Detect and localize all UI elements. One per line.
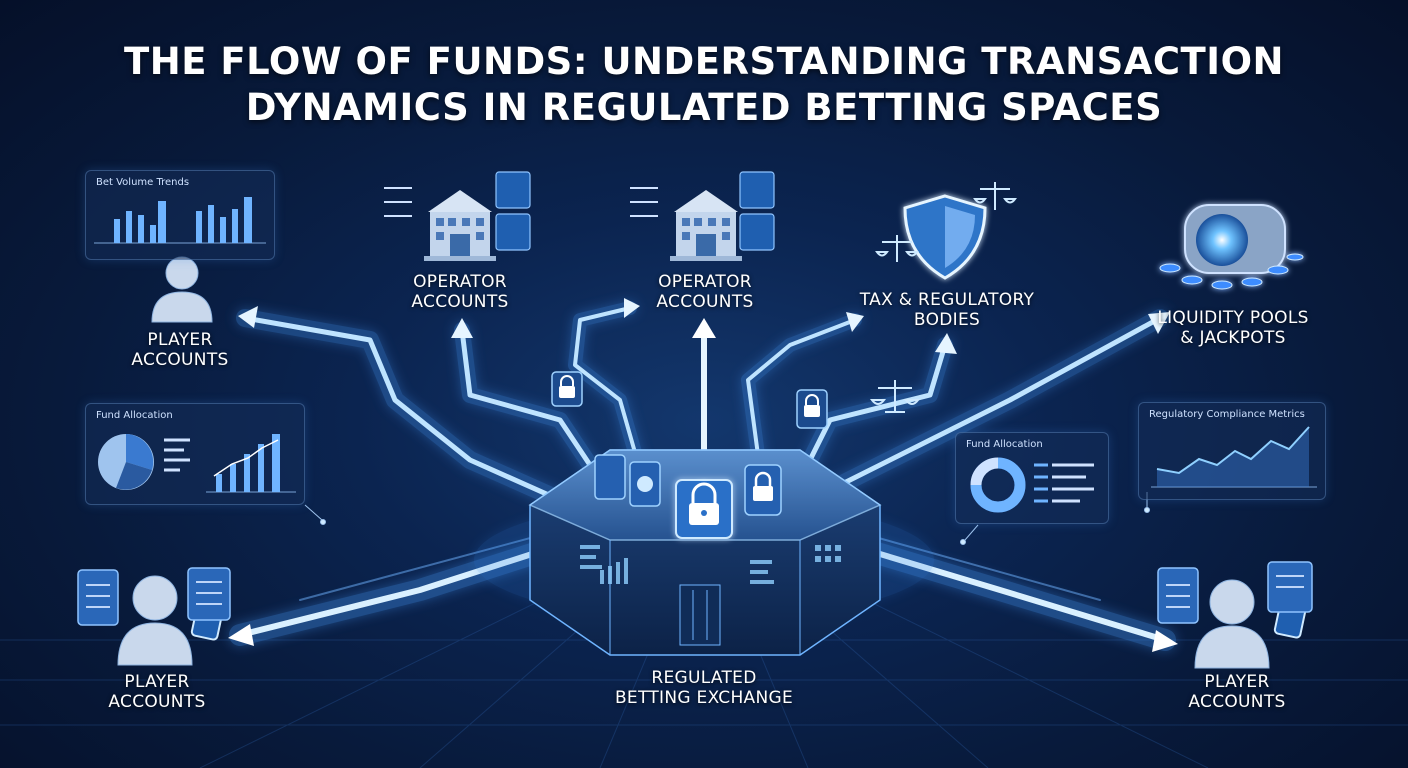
person-icon [151,256,213,323]
title-line-1: THE FLOW OF FUNDS: UNDERSTANDING TRANSAC… [124,40,1284,83]
bar-chart-graphic [94,197,266,244]
vault-icon [1159,204,1304,290]
shield-icon [903,194,987,280]
label-operator-1: OPERATOR ACCOUNTS [411,272,509,312]
label-liquidity: LIQUIDITY POOLS & JACKPOTS [1157,308,1309,348]
arrow-to-tax-left [741,312,864,477]
scales-icon [869,380,921,413]
label-betting-exchange: REGULATED BETTING EXCHANGE [614,668,794,708]
title-line-2: DYNAMICS IN REGULATED BETTING SPACES [245,86,1163,129]
label-operator-2: OPERATOR ACCOUNTS [656,272,754,312]
lock-icon [675,479,733,539]
arrow-to-player-top-left [236,306,569,509]
label-player-top-left: PLAYER ACCOUNTS [131,330,229,370]
label-player-bottom-left: PLAYER ACCOUNTS [108,672,206,712]
arrow-to-liquidity [811,309,1170,504]
document-icon [594,454,661,507]
bet-volume-panel: Bet Volume Trends [85,170,275,260]
fund-allocation-panel-left: Fund Allocation [85,403,305,505]
fund-allocation-panel-right: Fund Allocation [955,432,1109,524]
label-player-bottom-right: PLAYER ACCOUNTS [1188,672,1286,712]
donut-chart-graphic [970,457,1094,513]
scales-icon [875,182,1017,262]
line-chart-graphic [1151,426,1317,488]
panel-title: Regulatory Compliance Metrics [1149,409,1305,420]
arrow-to-tax-right [792,333,957,488]
bank-icon [424,190,496,261]
panel-title: Bet Volume Trends [96,177,190,188]
panel-title: Fund Allocation [96,410,173,421]
person-icon [1194,579,1270,669]
lock-icon [796,389,828,429]
lock-icon [744,464,782,516]
bank-icon [670,190,742,261]
arrow-to-operator-curve [568,298,647,477]
arrow-to-operator-1 [451,318,608,488]
compliance-metrics-panel: Regulatory Compliance Metrics [1138,402,1326,500]
lock-icon [551,371,583,407]
arrow-to-operator-2 [692,318,716,479]
panel-title: Fund Allocation [966,439,1043,450]
label-tax-regulatory: TAX & REGULATORY BODIES [859,290,1035,330]
pie-chart-graphic [98,434,296,493]
person-icon [117,575,193,666]
